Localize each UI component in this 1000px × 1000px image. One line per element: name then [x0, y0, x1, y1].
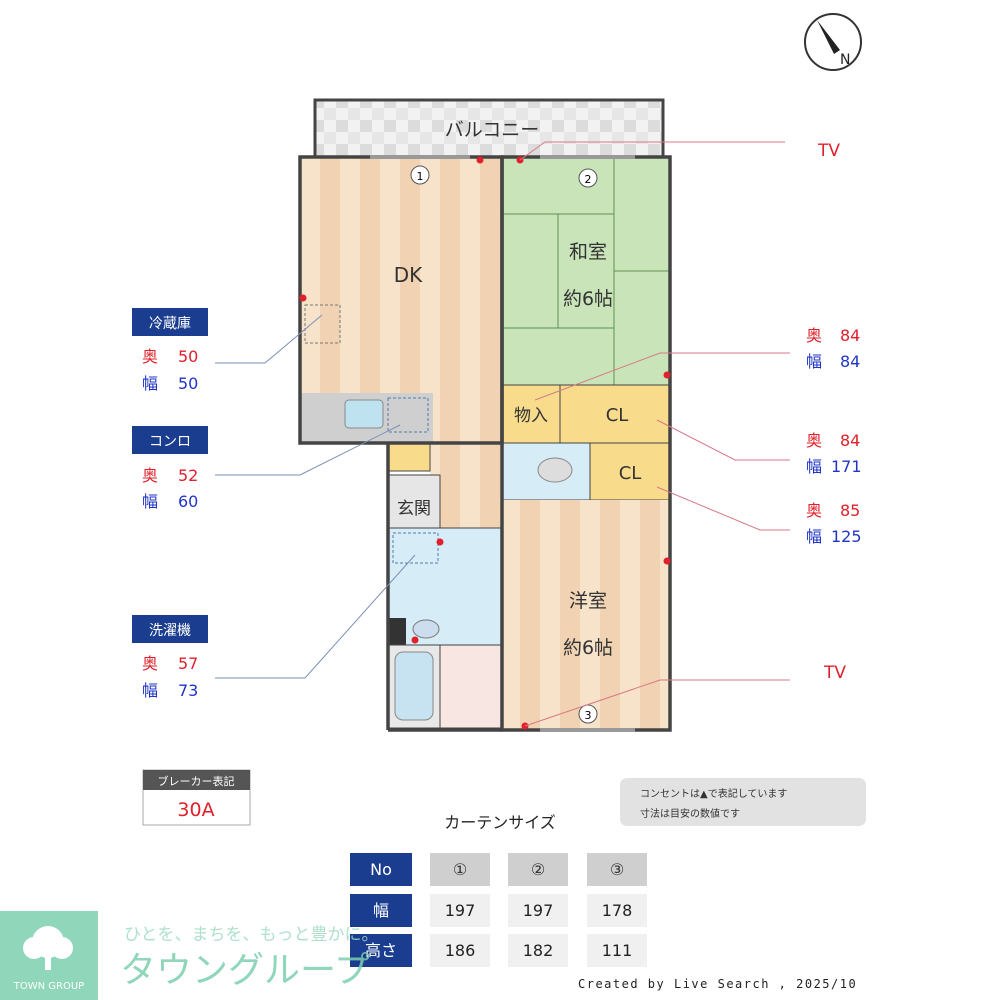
genkan-label: 玄関: [397, 499, 431, 519]
note-box: コンセントは▲で表記しています 寸法は目安の数値です: [620, 778, 866, 826]
svg-text:奥: 奥: [806, 326, 822, 345]
svg-text:コンロ: コンロ: [149, 434, 191, 450]
svg-text:奥: 奥: [142, 347, 158, 366]
basin-icon: [412, 619, 440, 639]
window-marker-3: 3: [578, 704, 598, 724]
svg-text:197: 197: [523, 901, 554, 920]
svg-text:60: 60: [178, 492, 198, 511]
svg-text:幅: 幅: [806, 457, 822, 476]
svg-text:2: 2: [585, 173, 592, 186]
room-cl1: [559, 384, 671, 444]
svg-text:52: 52: [178, 466, 198, 485]
svg-text:幅: 幅: [373, 901, 389, 920]
svg-text:①: ①: [453, 860, 467, 879]
svg-text:1: 1: [417, 170, 424, 183]
svg-text:奥: 奥: [806, 501, 822, 520]
svg-text:ブレーカー表記: ブレーカー表記: [158, 774, 235, 788]
svg-text:125: 125: [831, 527, 862, 546]
curtain-table: No ① ② ③ 幅 197 197 178 高さ 186 182 111: [350, 853, 647, 967]
stove-area: [387, 397, 429, 433]
balcony: [313, 98, 665, 159]
fridge-label: 冷蔵庫 奥 50 幅 50: [132, 308, 208, 393]
svg-text:178: 178: [602, 901, 633, 920]
svg-text:幅: 幅: [142, 374, 158, 393]
washer-label: 洗濯機 奥 57 幅 73: [132, 615, 208, 700]
svg-text:幅: 幅: [142, 492, 158, 511]
svg-text:3: 3: [585, 709, 592, 722]
cl2-size-label: 奥 85 幅 125: [806, 501, 862, 546]
svg-text:コンセントは▲で表記しています: コンセントは▲で表記しています: [640, 787, 787, 800]
svg-text:57: 57: [178, 654, 198, 673]
room-cl2: [589, 442, 671, 501]
svg-text:ひとを、まちを、もっと豊かに。: ひとを、まちを、もっと豊かに。: [124, 925, 379, 945]
room-genkan: [387, 474, 441, 529]
svg-text:奥: 奥: [806, 431, 822, 450]
svg-text:奥: 奥: [142, 466, 158, 485]
stove-label: コンロ 奥 52 幅 60: [132, 426, 208, 511]
svg-text:幅: 幅: [142, 681, 158, 700]
svg-text:84: 84: [840, 352, 860, 371]
room-washroom: [387, 527, 503, 646]
svg-text:奥: 奥: [142, 654, 158, 673]
svg-text:84: 84: [840, 431, 860, 450]
svg-text:②: ②: [531, 860, 545, 879]
toilet-icon: [537, 457, 573, 483]
tv-label: TV: [823, 663, 846, 683]
svg-text:No: No: [370, 860, 392, 879]
svg-text:85: 85: [840, 501, 860, 520]
dk-label: DK: [394, 263, 423, 287]
tree-icon: [23, 926, 73, 970]
bathtub-icon: [394, 651, 434, 721]
shoe-closet: [387, 442, 431, 472]
breaker-box: ブレーカー表記 30A: [142, 769, 251, 826]
svg-text:111: 111: [602, 941, 633, 960]
svg-text:50: 50: [178, 374, 198, 393]
cl1-label: CL: [606, 405, 629, 426]
storage-size-label: 奥 84 幅 84: [806, 326, 860, 371]
svg-text:幅: 幅: [806, 352, 822, 371]
svg-text:N: N: [840, 52, 850, 68]
svg-text:冷蔵庫: 冷蔵庫: [149, 315, 191, 332]
svg-text:寸法は目安の数値です: 寸法は目安の数値です: [640, 807, 740, 820]
svg-text:高さ: 高さ: [365, 941, 397, 960]
svg-text:30A: 30A: [177, 799, 214, 821]
washer-area: [392, 532, 439, 564]
window-marker-2: 2: [578, 168, 598, 188]
washitsu-label: 和室: [569, 241, 607, 263]
washitsu-size: 約6帖: [563, 288, 613, 310]
svg-text:182: 182: [523, 941, 554, 960]
cl1-size-label: 奥 84 幅 171: [806, 431, 862, 476]
tv-label: TV: [817, 141, 840, 161]
svg-text:50: 50: [178, 347, 198, 366]
town-group-logo: TOWN GROUP ひとを、まちを、もっと豊かに。 タウングループ: [0, 911, 379, 1000]
svg-text:171: 171: [831, 457, 862, 476]
window-marker-1: 1: [410, 165, 430, 185]
sink-icon: [344, 399, 384, 429]
cl2-label: CL: [619, 463, 642, 484]
svg-text:③: ③: [610, 860, 624, 879]
yoshitsu-size: 約6帖: [563, 637, 613, 659]
svg-text:TOWN GROUP: TOWN GROUP: [13, 981, 84, 992]
outlet-markers: [299, 156, 671, 730]
yoshitsu-label: 洋室: [569, 590, 607, 612]
svg-text:186: 186: [445, 941, 476, 960]
svg-text:197: 197: [445, 901, 476, 920]
svg-text:73: 73: [178, 681, 198, 700]
svg-text:幅: 幅: [806, 527, 822, 546]
room-yoshitsu: [502, 500, 670, 730]
storage-label: 物入: [514, 406, 548, 426]
fridge-area: [304, 304, 341, 344]
svg-text:タウングループ: タウングループ: [120, 950, 370, 991]
svg-text:洗濯機: 洗濯機: [149, 623, 191, 639]
curtain-title: カーテンサイズ: [444, 813, 556, 832]
credit-text: Created by Live Search , 2025/10: [578, 977, 857, 991]
svg-text:84: 84: [840, 326, 860, 345]
compass-icon: N: [804, 13, 862, 71]
balcony-label: バルコニー: [445, 119, 540, 141]
